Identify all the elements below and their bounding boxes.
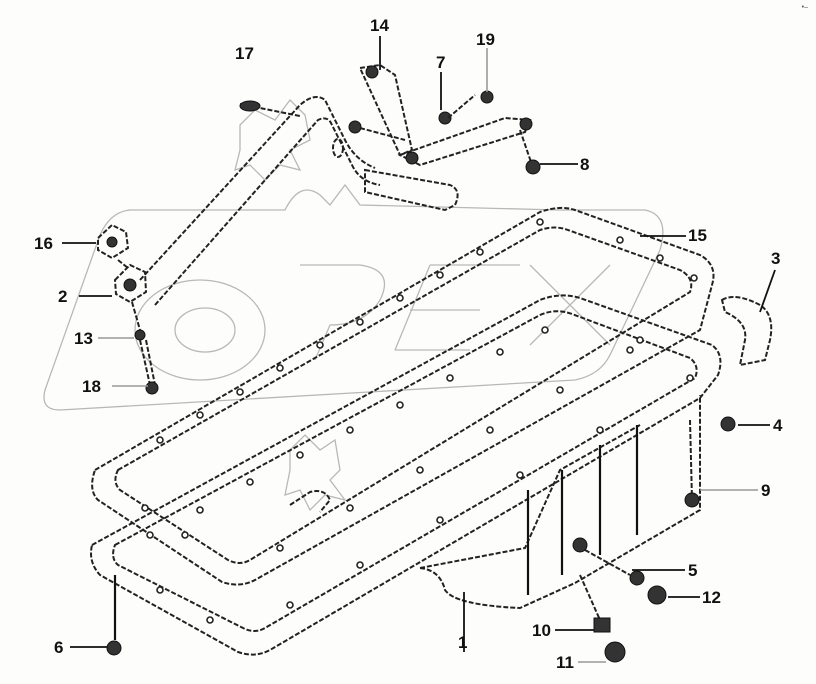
callout-7: 7 — [436, 53, 446, 72]
bolt-9 — [684, 492, 700, 508]
callout-13: 13 — [74, 329, 93, 348]
plug-11 — [604, 641, 626, 663]
callout-2: 2 — [58, 287, 68, 306]
callout-17: 17 — [235, 44, 254, 63]
leader-lines — [62, 36, 776, 663]
corner-mark: •– — [801, 4, 808, 11]
flange-stack — [97, 223, 159, 395]
callout-19: 19 — [476, 30, 495, 49]
callout-8: 8 — [580, 155, 590, 174]
callout-18: 18 — [82, 377, 101, 396]
callout-15: 15 — [688, 226, 707, 245]
callout-4: 4 — [773, 416, 783, 435]
seal-strip — [720, 295, 773, 367]
oil-pan — [90, 294, 722, 656]
callout-5: 5 — [688, 561, 698, 580]
callout-14: 14 — [370, 16, 389, 35]
callout-11: 11 — [556, 653, 574, 672]
fasteners — [106, 416, 736, 663]
gasket — [91, 206, 715, 586]
fitting-10 — [593, 617, 611, 633]
callout-1: 1 — [458, 633, 468, 652]
washer-5 — [629, 570, 645, 586]
bolt-6 — [106, 640, 122, 656]
callout-3: 3 — [771, 249, 781, 268]
callout-12: 12 — [702, 588, 721, 607]
oil-pickup-tube — [139, 95, 459, 306]
callout-6: 6 — [54, 638, 64, 657]
gasket-holes — [141, 218, 698, 552]
fitting-5a — [572, 537, 588, 553]
watermark-opex — [43, 99, 664, 512]
nut-4 — [720, 416, 736, 432]
callout-9: 9 — [761, 481, 771, 500]
callout-16: 16 — [34, 234, 53, 253]
pan-flange-holes — [146, 326, 694, 624]
plug-12 — [647, 585, 667, 605]
callout-10: 10 — [532, 621, 551, 640]
bracket — [348, 63, 541, 175]
